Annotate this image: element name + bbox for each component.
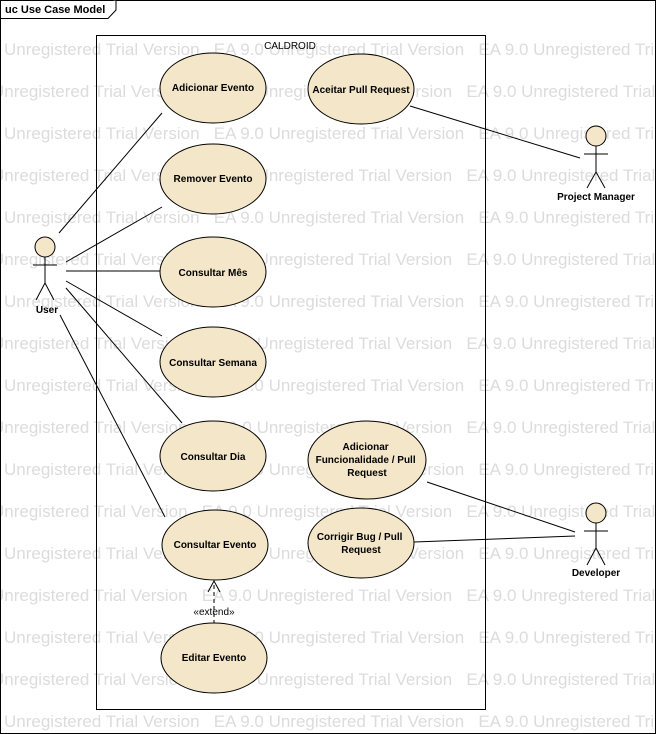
system-boundary-title: CALDROID xyxy=(264,41,316,52)
assoc-user-adicionar-evento xyxy=(58,112,163,234)
assoc-user-consultar-semana xyxy=(65,280,163,337)
watermark-row: Unregistered Trial Version EA 9.0 Unregi… xyxy=(0,418,656,437)
use-case-label: Adicionar Evento xyxy=(172,83,254,94)
watermark-row: Unregistered Trial Version EA 9.0 Unregi… xyxy=(4,376,656,395)
use-case-label: Consultar Mês xyxy=(179,268,248,279)
use-case-consultar-evento[interactable]: Consultar Evento xyxy=(161,509,269,581)
watermark-row: Unregistered Trial Version EA 9.0 Unregi… xyxy=(4,292,656,311)
assoc-corrigir-bug-dev xyxy=(413,535,576,543)
use-case-label: Adicionar Funcionalidade / Pull Request xyxy=(316,442,419,479)
watermark-row: Unregistered Trial Version EA 9.0 Unregi… xyxy=(0,250,656,269)
watermark-row: Unregistered Trial Version EA 9.0 Unregi… xyxy=(0,334,656,353)
watermark-row: Unregistered Trial Version EA 9.0 Unregi… xyxy=(4,40,656,59)
use-case-label: Consultar Semana xyxy=(169,358,257,369)
use-case-corrigir-bug[interactable]: Corrigir Bug / Pull Request xyxy=(307,507,415,579)
system-boundary xyxy=(96,35,486,710)
stick-figure-icon xyxy=(33,236,57,301)
assoc-adicionar-funcionalidade-dev xyxy=(426,481,576,533)
frame-title: uc Use Case Model xyxy=(5,4,105,16)
actor-label: Developer xyxy=(572,568,620,579)
watermark-row: Unregistered Trial Version EA 9.0 Unregi… xyxy=(0,166,656,185)
watermark-row: Unregistered Trial Version EA 9.0 Unregi… xyxy=(0,502,656,521)
use-case-label: Remover Evento xyxy=(174,174,253,185)
watermark-row: Unregistered Trial Version EA 9.0 Unregi… xyxy=(4,208,656,227)
associations xyxy=(58,105,581,543)
use-case-remover-evento[interactable]: Remover Evento xyxy=(159,143,267,215)
assoc-user-consultar-dia xyxy=(65,287,183,424)
use-case-adicionar-funcionalidade[interactable]: Adicionar Funcionalidade / Pull Request xyxy=(307,420,427,500)
extend-relation: «extend» xyxy=(193,579,235,624)
use-case-label: Aceitar Pull Request xyxy=(312,85,410,96)
use-case-adicionar-evento[interactable]: Adicionar Evento xyxy=(159,52,267,124)
actor-label: Project Manager xyxy=(557,192,635,203)
stick-figure-icon xyxy=(584,502,608,566)
actor-project-manager[interactable]: Project Manager xyxy=(557,125,635,203)
watermark-row: Unregistered Trial Version EA 9.0 Unregi… xyxy=(4,628,656,647)
use-case-label: Editar Evento xyxy=(182,653,246,664)
assoc-user-consultar-evento xyxy=(59,314,166,518)
use-case-consultar-semana[interactable]: Consultar Semana xyxy=(159,326,267,398)
stick-figure-icon xyxy=(584,125,608,189)
use-case-label: Consultar Evento xyxy=(174,540,257,551)
use-case-editar-evento[interactable]: Editar Evento xyxy=(160,622,268,694)
watermark-row: Unregistered Trial Version EA 9.0 Unregi… xyxy=(0,670,656,689)
watermark-row: Unregistered Trial Version EA 9.0 Unregi… xyxy=(4,124,656,143)
use-case-label: Corrigir Bug / Pull Request xyxy=(317,532,405,556)
watermark: Unregistered Trial Version EA 9.0 Unregi… xyxy=(0,40,656,731)
use-case-aceitar-pull-request[interactable]: Aceitar Pull Request xyxy=(307,53,415,125)
use-case-consultar-dia[interactable]: Consultar Dia xyxy=(159,420,267,492)
assoc-user-remover-evento xyxy=(65,206,163,263)
use-case-consultar-mes[interactable]: Consultar Mês xyxy=(159,236,267,308)
actor-developer[interactable]: Developer xyxy=(572,502,620,579)
extend-label: «extend» xyxy=(193,607,235,618)
extend-arrowhead xyxy=(207,579,221,593)
actor-user[interactable]: User xyxy=(33,236,58,316)
assoc-aceitar-pull-request-pm xyxy=(409,105,581,159)
watermark-row: Unregistered Trial Version EA 9.0 Unregi… xyxy=(4,712,656,731)
use-case-label: Consultar Dia xyxy=(180,452,245,463)
actor-label: User xyxy=(36,305,58,316)
watermark-row: Unregistered Trial Version EA 9.0 Unregi… xyxy=(0,586,656,605)
frame-title-tab xyxy=(0,0,117,19)
